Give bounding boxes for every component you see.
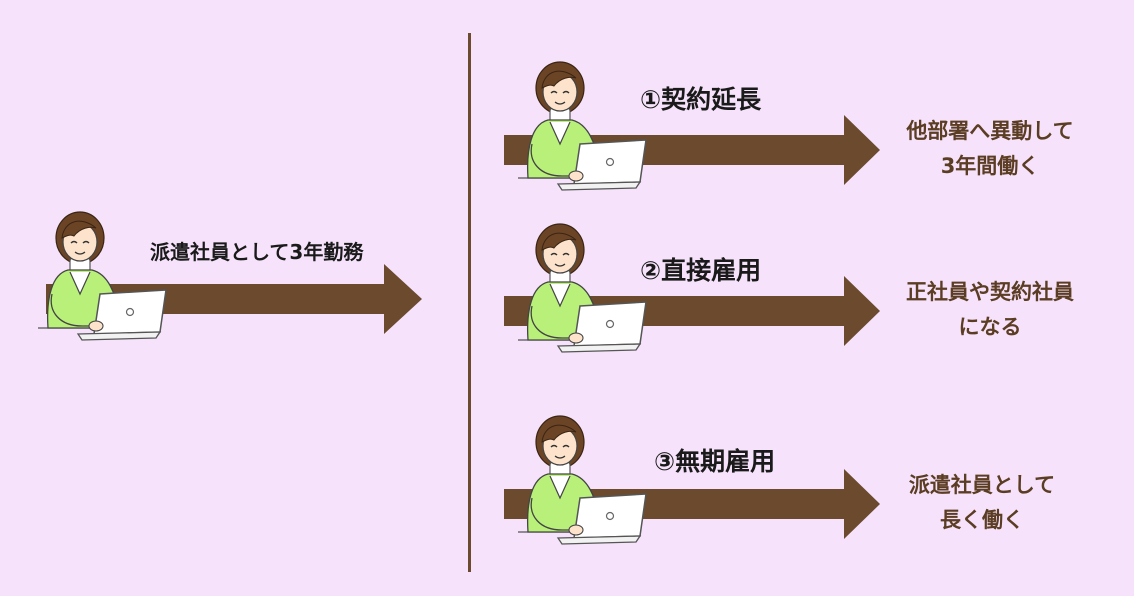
option-arrow bbox=[504, 115, 880, 185]
option-title: ③無期雇用 bbox=[654, 447, 776, 476]
option-result: 他部署へ異動して 3年間働く bbox=[870, 114, 1110, 184]
option-arrow bbox=[504, 276, 880, 346]
option-result-line: 派遣社員として bbox=[908, 473, 1056, 497]
option-result-line: 3年間働く bbox=[940, 154, 1040, 178]
worker-icon bbox=[38, 211, 167, 341]
worker-icon bbox=[518, 61, 647, 191]
option-arrow bbox=[504, 469, 880, 539]
option-result-line: 正社員や契約社員 bbox=[906, 280, 1074, 304]
current-status-label: 派遣社員として3年勤務 bbox=[150, 240, 364, 264]
option-result-line: になる bbox=[958, 315, 1022, 339]
main-arrow bbox=[46, 264, 422, 334]
worker-icon bbox=[518, 415, 647, 545]
option-title: ②直接雇用 bbox=[640, 256, 762, 285]
option-title: ①契約延長 bbox=[640, 85, 762, 114]
option-result-line: 長く働く bbox=[940, 508, 1024, 532]
option-result-line: 他部署へ異動して bbox=[906, 119, 1074, 143]
worker-icon bbox=[518, 223, 647, 353]
option-result: 派遣社員として 長く働く bbox=[862, 468, 1102, 538]
divider-line bbox=[468, 33, 471, 572]
option-result: 正社員や契約社員 になる bbox=[870, 275, 1110, 345]
